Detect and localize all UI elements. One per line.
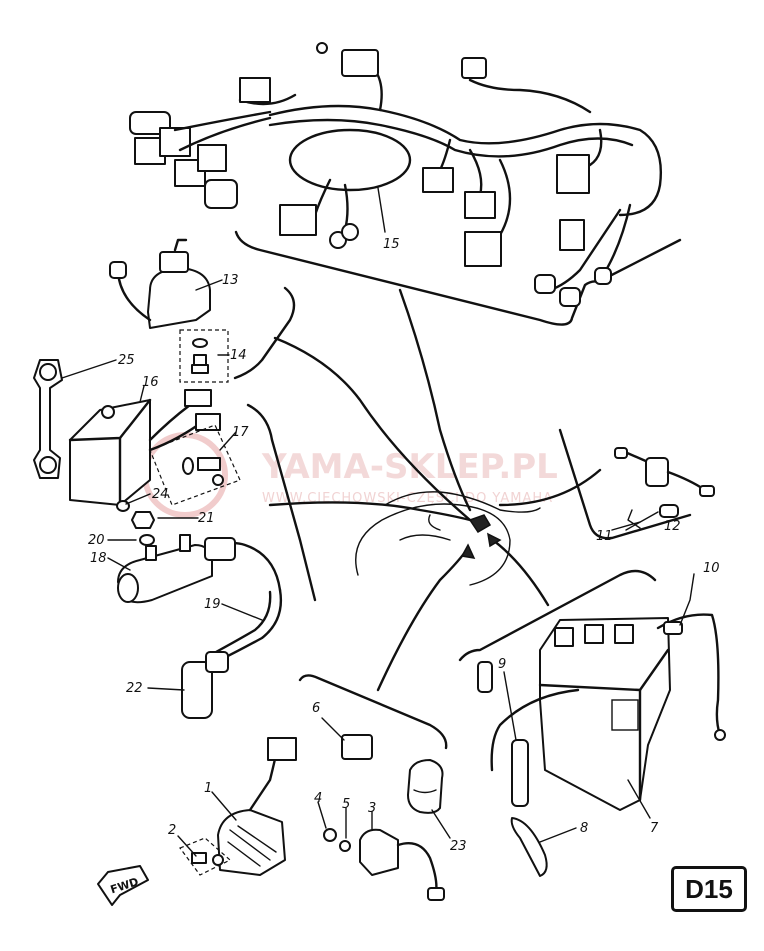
callout-20: 20: [88, 533, 105, 548]
callout-12: 12: [664, 519, 681, 534]
callout-9: 9: [498, 657, 506, 672]
callout-15: 15: [383, 237, 400, 252]
group-brackets: [233, 230, 692, 750]
callout-6: 6: [312, 701, 320, 716]
breather-hoses: [477, 661, 580, 877]
bolt-17: [149, 424, 241, 506]
watermark-main-text: YAMA-SKLEP.PL: [261, 447, 558, 487]
callout-5: 5: [342, 797, 350, 812]
switch-3: [323, 828, 445, 901]
callout-2: 2: [168, 823, 176, 838]
callout-leaders: [61, 187, 695, 857]
callout-numbers: 15 13 14 25 16 17 24 21 20 18 19 22 10 1…: [88, 237, 720, 854]
small-hardware: [116, 500, 155, 546]
callout-24: 24: [152, 487, 169, 502]
callout-23: 23: [450, 839, 467, 854]
cable-boot: [181, 588, 283, 719]
callout-3: 3: [368, 801, 376, 816]
fwd-arrow: FWD: [97, 865, 149, 906]
battery-cable: [656, 613, 726, 741]
callout-14: 14: [230, 348, 247, 363]
callout-1: 1: [204, 781, 212, 796]
callout-19: 19: [204, 597, 221, 612]
callout-17: 17: [232, 425, 249, 440]
leader-lines: [268, 288, 602, 692]
cover-23: [407, 759, 444, 814]
callout-22: 22: [126, 681, 143, 696]
callout-11: 11: [596, 529, 613, 544]
callout-21: 21: [198, 511, 215, 526]
callout-10: 10: [703, 561, 720, 576]
starter-relay: [117, 534, 282, 604]
callout-8: 8: [580, 821, 588, 836]
battery: [538, 617, 671, 811]
callout-7: 7: [650, 821, 659, 836]
frame-outline: [355, 491, 541, 586]
callout-13: 13: [222, 273, 239, 288]
bracket-25: [33, 359, 63, 479]
page-code-badge: D15: [671, 866, 747, 912]
ignition-coil: [109, 238, 211, 329]
relay-6: [341, 734, 373, 760]
callout-4: 4: [314, 791, 322, 806]
switch-1: [217, 737, 297, 876]
fuse-holder: [614, 447, 715, 529]
screw-2: [179, 837, 232, 876]
callout-16: 16: [142, 375, 159, 390]
bolt-washer-14: [179, 329, 229, 383]
callout-25: 25: [118, 353, 135, 368]
wire-harness: [129, 42, 662, 307]
cdi-unit: [68, 389, 221, 507]
callout-18: 18: [90, 551, 107, 566]
